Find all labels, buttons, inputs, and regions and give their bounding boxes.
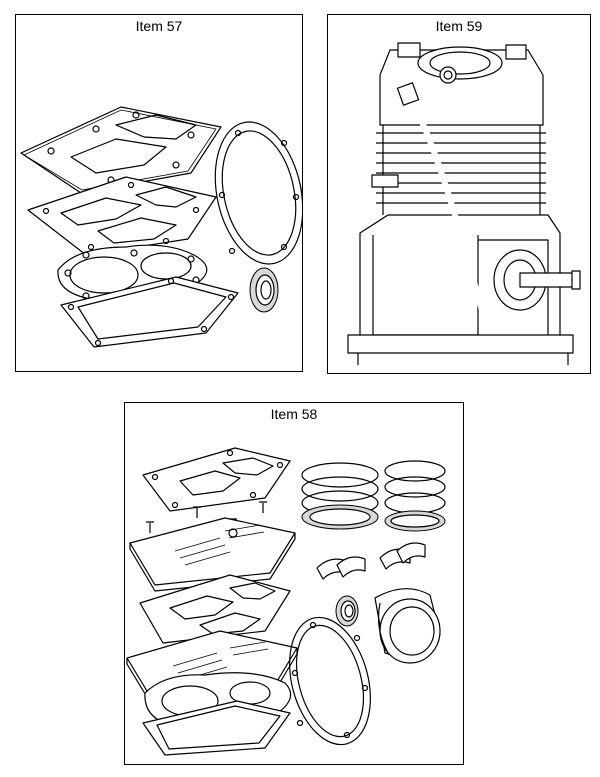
item-59-panel: Item 59	[327, 14, 591, 374]
discharge-tube	[396, 66, 489, 326]
item-58-overhaul-kit-drawing	[126, 447, 446, 756]
main-bearing-sleeve	[374, 588, 441, 664]
piston-rings-small	[384, 460, 446, 532]
item-59-compressor-pump-drawing	[347, 42, 581, 365]
base-gasket	[60, 276, 239, 348]
base-gasket	[142, 700, 291, 756]
cylinder-fins	[371, 125, 546, 215]
crankshaft-end	[493, 249, 581, 311]
item-57-panel: Item 57	[15, 14, 303, 372]
item-58-title: Item 58	[270, 406, 318, 422]
oil-seal	[249, 267, 279, 313]
crankcase-ring-gasket	[289, 616, 371, 746]
head-gasket	[142, 447, 291, 512]
item-58-panel: Item 58	[124, 402, 464, 765]
piston-rings-large	[301, 462, 379, 530]
crankcase	[347, 214, 574, 365]
valve-plate-gasket	[139, 574, 291, 644]
head-gasket-plate	[20, 106, 222, 194]
rod-bearing-shells	[316, 542, 426, 580]
valve-plate-gasket	[27, 176, 217, 256]
item-57-title: Item 57	[135, 18, 183, 34]
item-59-title: Item 59	[435, 18, 483, 34]
crankcase-ring-gasket	[214, 121, 302, 265]
item-57-gasket-kit-drawing	[20, 106, 302, 348]
compressor-head	[379, 42, 544, 126]
oil-seal	[335, 595, 359, 627]
